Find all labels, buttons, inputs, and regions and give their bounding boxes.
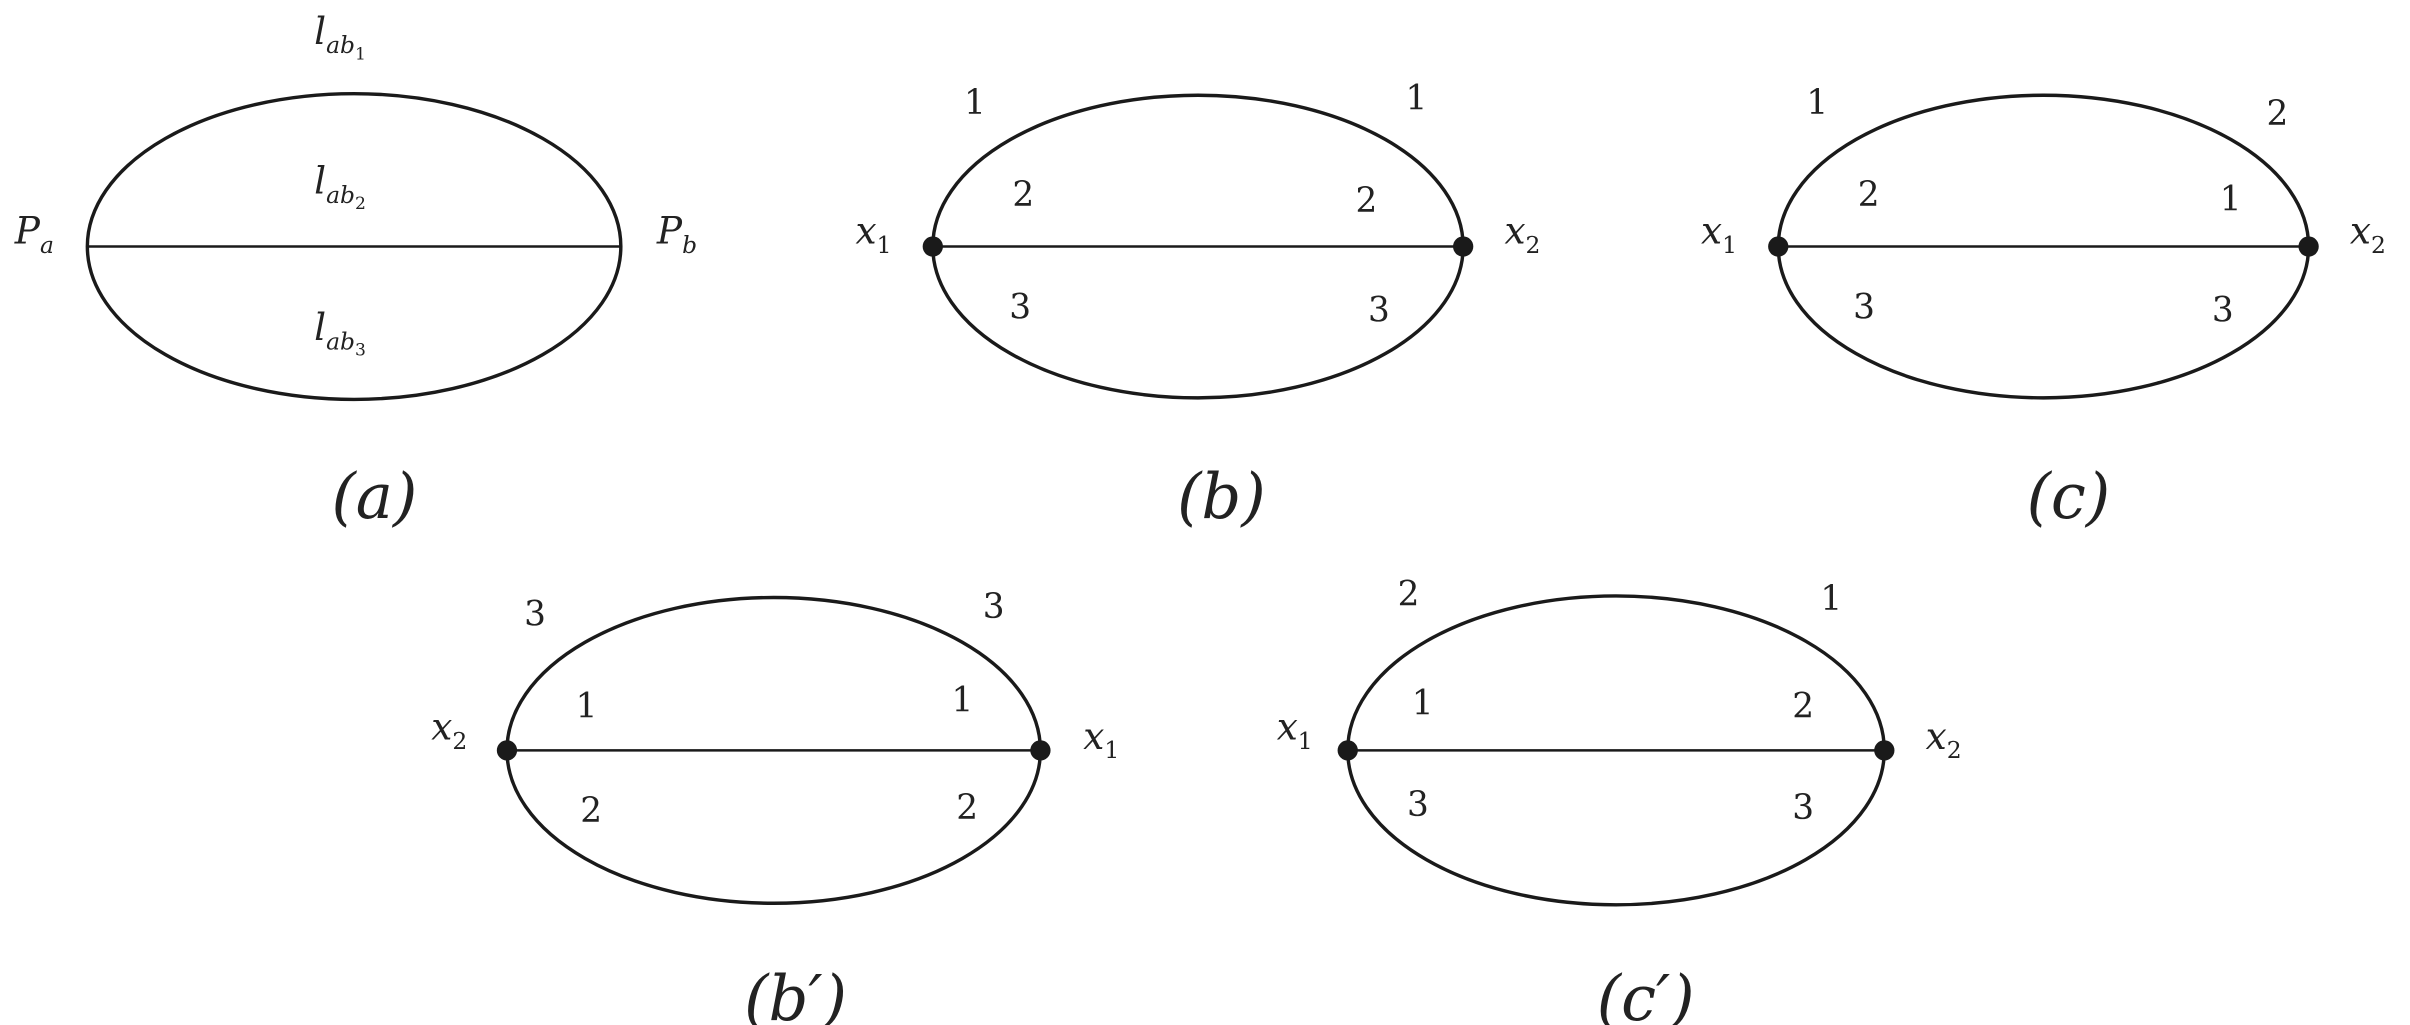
index-label: 1 [2220,180,2242,220]
vertex-dot [1337,740,1358,761]
vertex-label-right: x2 [2350,208,2386,258]
index-label: 3 [1853,287,1875,327]
index-label: 2 [1356,181,1378,221]
index-label: 1 [576,687,598,727]
index-label: 2 [580,791,602,831]
vertex-label-right: x2 [1926,714,1962,764]
diagram-c-prime: x1 x2 2 1 3 1 2 3 (c′) [1277,574,1962,1025]
vertex-label-left: x1 [856,208,892,258]
diagram-b: x1 x2 1 2 3 1 2 3 (b) [856,78,1541,533]
index-label: 1 [964,83,986,123]
index-label: 3 [2212,290,2234,330]
vertex-label-left: x1 [1701,208,1737,258]
vertex-dot [496,740,518,761]
index-label: 3 [1368,290,1390,330]
index-label: 2 [956,788,978,828]
vertex-label-right: x2 [1504,208,1540,258]
index-label: 1 [1412,684,1434,724]
caption: (c′) [1597,962,1695,1025]
index-label: 3 [1407,785,1429,825]
index-label: 2 [1398,574,1420,614]
vertex-label-left: x1 [1277,704,1313,754]
diagram-a: lab1 lab2 lab3 Pa Pb (a) [14,9,697,533]
caption: (a) [331,460,417,533]
caption: (b) [1177,460,1266,533]
index-label: 2 [2266,94,2288,134]
index-label: 3 [1009,287,1031,327]
index-label: 2 [1792,687,1814,727]
vertex-label-right: Pb [656,208,697,258]
caption: (b′) [744,962,847,1025]
line-label-1: lab1 [314,9,366,65]
index-label: 3 [983,587,1005,627]
diagram-b-prime: x2 x1 3 1 2 3 1 2 (b′) [431,587,1119,1025]
index-label: 1 [952,680,974,720]
line-label-3: lab3 [314,305,366,361]
vertex-dot [1030,740,1051,761]
index-label: 1 [1405,78,1427,118]
vertex-dot [1453,236,1474,257]
line-label-2: lab2 [314,159,366,215]
index-label: 2 [1858,175,1880,215]
vertex-label-left: x2 [431,704,467,754]
index-label: 3 [524,595,546,635]
vertex-dot [2298,236,2319,257]
index-label: 1 [1806,83,1828,123]
index-label: 3 [1792,788,1814,828]
vertex-dot [922,236,943,257]
vertex-label-left: Pa [14,208,54,258]
caption: (c) [2027,460,2111,533]
diagram-c: x1 x2 1 2 3 2 1 3 (c) [1701,83,2386,533]
index-label: 2 [1012,175,1034,215]
vertex-dot [1768,236,1789,257]
index-label: 1 [1820,579,1842,619]
vertex-label-right: x1 [1083,714,1119,764]
vertex-dot [1874,740,1895,761]
